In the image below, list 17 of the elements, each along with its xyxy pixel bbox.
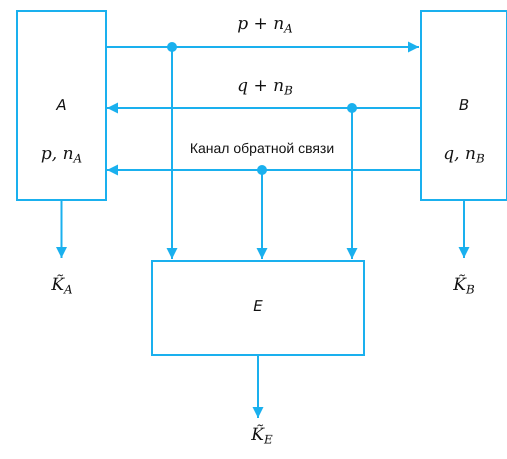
edge-label: q + n$_{B}$	[237, 76, 293, 98]
box-variables: q, n$_{B}$	[443, 144, 485, 166]
output-symbol: K̃$_{B}$	[453, 275, 475, 297]
arrow	[252, 356, 264, 418]
output-symbol: K̃$_{A}$	[51, 275, 73, 297]
edge-label: p + n$_{A}$	[237, 14, 293, 36]
box-title: A	[56, 96, 67, 114]
box-title: E	[253, 297, 263, 315]
process-box	[16, 10, 107, 201]
arrow	[458, 201, 470, 258]
arrow	[56, 201, 67, 258]
process-box	[151, 260, 365, 356]
output-symbol: K̃$_{E}$	[251, 425, 273, 447]
process-box	[420, 10, 507, 201]
box-variables: p, n$_{A}$	[40, 144, 82, 166]
edge-label: Канал обратной связи	[188, 140, 336, 156]
box-title: B	[458, 96, 470, 114]
